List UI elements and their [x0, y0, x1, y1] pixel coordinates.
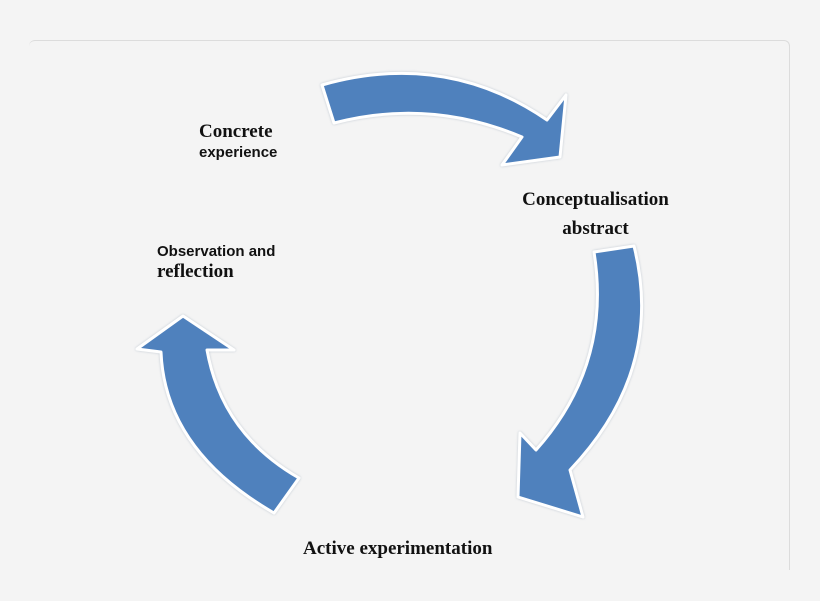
- node-concrete-line1: Concrete: [199, 121, 273, 142]
- node-observation-line1: Observation and: [157, 243, 276, 260]
- node-conceptualisation-line1: Conceptualisation: [522, 189, 669, 210]
- arrow-active-to-observation: [135, 314, 301, 515]
- arrow-concrete-to-conceptualisation: [320, 71, 568, 167]
- node-active-line1: Active experimentation: [303, 538, 493, 559]
- node-conceptualisation-abstract: Conceptualisation abstract: [518, 189, 673, 240]
- diagram-panel: [29, 40, 790, 570]
- node-concrete-experience: Concrete experience: [199, 121, 277, 161]
- arrow-conceptualisation-to-active: [516, 244, 644, 519]
- node-conceptualisation-line2: abstract: [562, 218, 629, 239]
- node-observation-reflection: Observation and reflection: [157, 243, 275, 283]
- node-concrete-line2: experience: [199, 144, 278, 161]
- node-active-experimentation: Active experimentation: [303, 538, 492, 560]
- node-observation-line2: reflection: [157, 261, 234, 282]
